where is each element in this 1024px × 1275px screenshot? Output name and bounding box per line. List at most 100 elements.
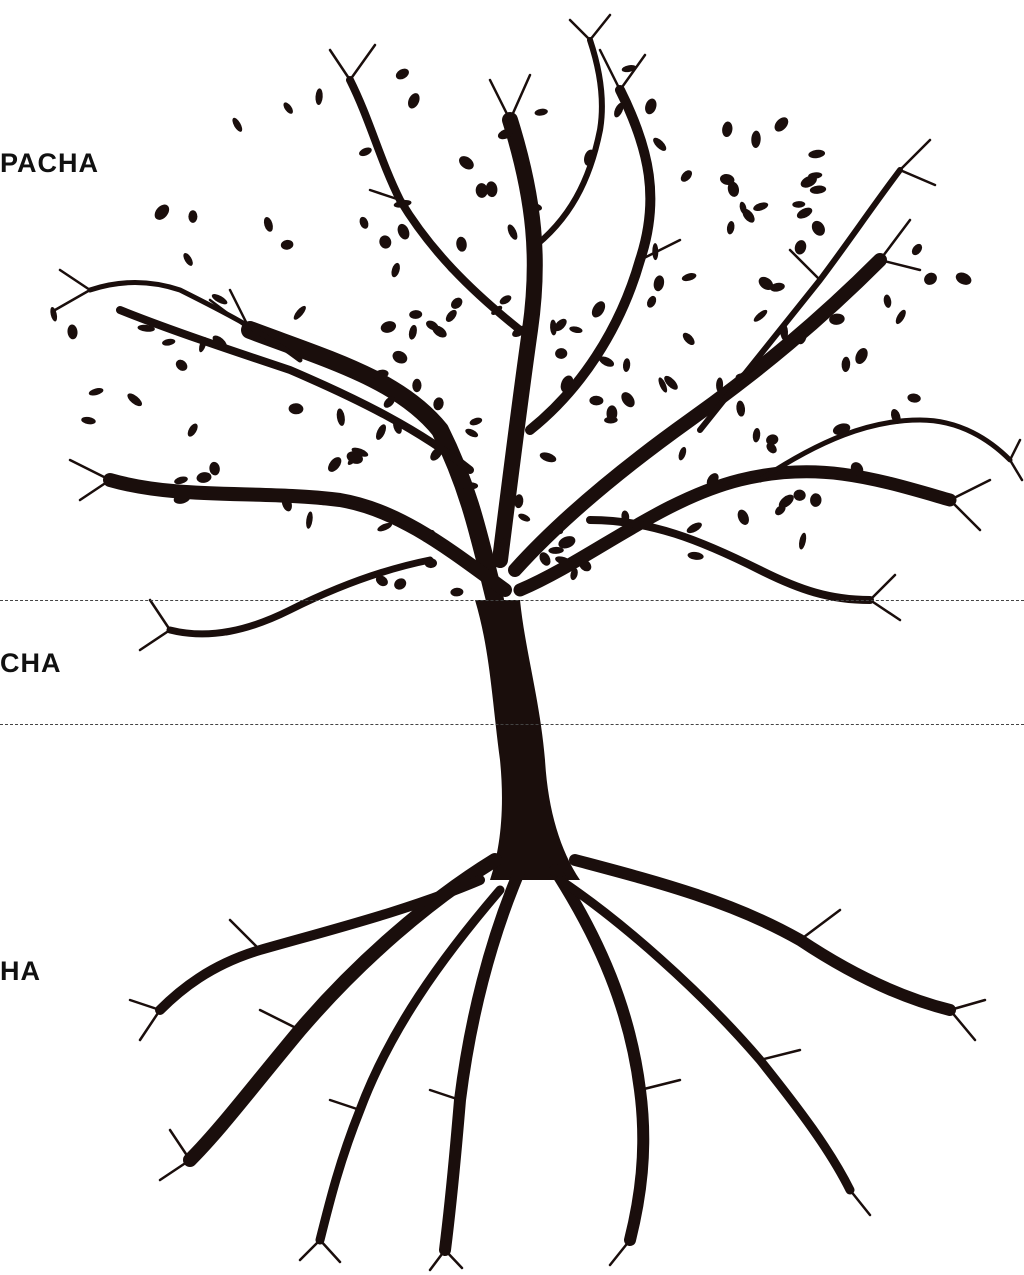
leaf-icon <box>475 183 488 199</box>
leaf-icon <box>67 324 78 340</box>
leaf-icon <box>81 416 97 425</box>
leaf-icon <box>358 216 370 231</box>
leaf-icon <box>409 310 422 319</box>
leaf-icon <box>412 379 421 393</box>
leaf-icon <box>392 576 408 592</box>
leaf-icon <box>305 511 314 529</box>
leaf-icon <box>186 422 200 438</box>
leaf-icon <box>517 512 531 523</box>
leaf-icon <box>425 558 437 568</box>
leaf-icon <box>196 471 213 484</box>
leaf-icon <box>464 427 479 439</box>
leaf-icon <box>282 101 295 116</box>
leaf-icon <box>721 121 733 138</box>
leaf-icon <box>810 493 822 507</box>
leaf-icon <box>538 450 557 464</box>
leaf-icon <box>643 97 658 116</box>
leaf-icon <box>726 221 735 235</box>
leaf-icon <box>681 331 697 347</box>
leaf-icon <box>687 551 704 561</box>
leaf-icon <box>589 396 603 406</box>
leaf-icon <box>685 520 703 535</box>
leaf-icon <box>735 400 745 417</box>
upper-world-label: PACHA <box>0 150 99 177</box>
leaf-icon <box>808 149 826 159</box>
leaf-icon <box>622 358 630 372</box>
leaf-icon <box>922 270 940 287</box>
leaf-icon <box>230 116 244 133</box>
leaf-icon <box>853 346 870 366</box>
leaf-icon <box>883 294 892 308</box>
leaf-icon <box>793 489 806 502</box>
leaf-icon <box>469 416 483 426</box>
leaf-icon <box>450 587 464 596</box>
leaf-icon <box>841 357 850 373</box>
leaf-icon <box>162 338 176 347</box>
leaf-icon <box>555 348 568 360</box>
leaf-icon <box>374 423 388 442</box>
leaf-icon <box>455 236 467 252</box>
leaf-icon <box>735 508 751 527</box>
leaf-icon <box>209 461 221 476</box>
leaf-icon <box>315 88 323 105</box>
leaf-icon <box>910 242 924 257</box>
leaf-icon <box>621 64 637 73</box>
leaf-icon <box>408 324 419 340</box>
leaf-icon <box>449 295 465 311</box>
leaf-icon <box>809 185 826 195</box>
leaf-icon <box>390 262 402 278</box>
leaf-icon <box>907 393 922 404</box>
leaf-icon <box>390 348 409 366</box>
leaf-icon <box>280 239 294 251</box>
leaf-icon <box>394 66 411 81</box>
leaf-icon <box>534 108 548 117</box>
leaf-icon <box>645 294 658 309</box>
leaf-icon <box>954 270 974 287</box>
middle-world-label: CHA <box>0 650 62 677</box>
leaf-icon <box>188 210 197 223</box>
leaf-icon <box>288 403 303 415</box>
leaf-icon <box>752 428 761 443</box>
leaf-icon <box>619 390 638 410</box>
leaf-icon <box>292 304 308 321</box>
leaf-icon <box>651 136 668 153</box>
leaf-icon <box>88 387 104 397</box>
leaf-icon <box>569 325 583 334</box>
leaf-icon <box>793 239 808 256</box>
leaf-icon <box>751 130 761 148</box>
leaf-icon <box>378 234 393 250</box>
leaf-icon <box>679 168 695 184</box>
leaf-icon <box>752 308 769 324</box>
leaf-icon <box>677 446 688 461</box>
leaf-icon <box>652 243 658 260</box>
leaf-icon <box>589 299 608 320</box>
leaf-icon <box>772 115 791 135</box>
leaf-icon <box>894 308 908 325</box>
leaf-icon <box>395 222 411 241</box>
leaf-icon <box>798 532 808 550</box>
divider-upper <box>0 600 1024 601</box>
leaf-icon <box>152 202 172 223</box>
leaf-icon <box>262 216 274 233</box>
leaf-icon <box>358 146 373 158</box>
leaf-icon <box>792 201 805 208</box>
leaf-icon <box>681 272 697 283</box>
leaf-icon <box>125 391 144 408</box>
leaf-icon <box>809 218 827 238</box>
leaf-icon <box>336 408 346 427</box>
leaf-icon <box>181 251 194 267</box>
leaf-icon <box>379 319 397 334</box>
leaf-icon <box>498 293 513 306</box>
leaf-icon <box>444 308 459 324</box>
leaf-icon <box>652 274 665 292</box>
leaf-icon <box>506 223 520 241</box>
leaf-icon <box>432 396 445 411</box>
divider-lower <box>0 724 1024 725</box>
lower-world-label: HA <box>0 958 41 985</box>
leaf-icon <box>406 91 422 110</box>
leaf-icon <box>174 357 190 373</box>
leaf-icon <box>456 153 476 172</box>
leaf-icon <box>173 475 188 485</box>
